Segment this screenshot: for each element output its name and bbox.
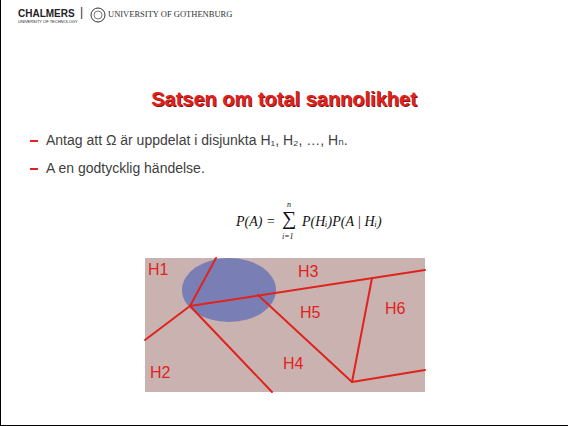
sum-lower-limit: i=1 (282, 232, 294, 241)
partition-illustration (145, 258, 425, 392)
region-label: H1 (148, 261, 168, 279)
slide-border (0, 425, 568, 426)
formula-part: P(Hᵢ)P(A | Hᵢ) (302, 214, 382, 230)
bullet-text: Antag att Ω är uppdelat i disjunkta H₁, … (46, 132, 348, 148)
region-label: H6 (385, 300, 405, 318)
slide-border (0, 0, 1, 426)
separator: | (80, 6, 83, 20)
bullet-dash (30, 140, 38, 142)
region-label: H4 (283, 355, 303, 373)
region-label: H3 (298, 263, 318, 281)
region-label: H5 (300, 304, 320, 322)
formula-part: P(A) = (236, 214, 275, 230)
sum-symbol: ∑ (282, 207, 296, 230)
bullet-dash (30, 168, 38, 170)
university-crest (91, 8, 105, 22)
logo-text: CHALMERS (18, 8, 75, 20)
logo-subtext: UNIVERSITY OF TECHNOLOGY (18, 20, 78, 25)
region-label: H2 (150, 364, 170, 382)
bullet-text: A en godtycklig händelse. (46, 160, 205, 176)
university-name: UNIVERSITY OF GOTHENBURG (108, 10, 232, 20)
slide-title: Satsen om total sannolikhet (0, 88, 568, 111)
